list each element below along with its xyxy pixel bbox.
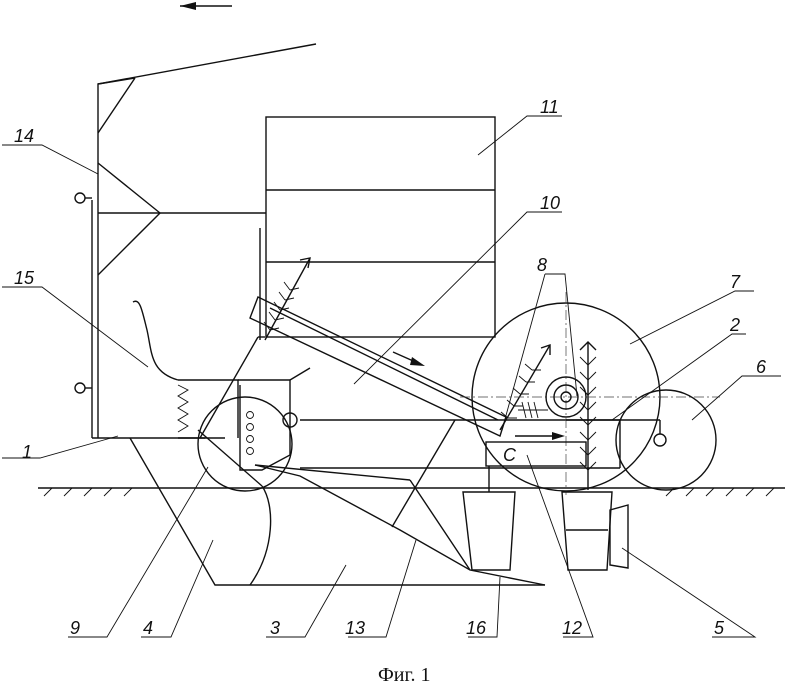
label-3: 3	[270, 618, 280, 638]
leader-lines	[2, 115, 781, 638]
label-11: 11	[540, 97, 559, 117]
label-10: 10	[540, 193, 560, 213]
label-4: 4	[143, 618, 153, 638]
rear-wheel	[566, 389, 717, 491]
label-9: 9	[70, 618, 80, 638]
label-14: 14	[14, 126, 34, 146]
label-15: 15	[14, 268, 35, 288]
label-12: 12	[562, 618, 582, 638]
big-wheel	[460, 292, 720, 495]
container-box	[485, 441, 587, 467]
bin	[462, 466, 516, 571]
label-16: 16	[466, 618, 487, 638]
label-13: 13	[345, 618, 365, 638]
figure-caption: Фиг. 1	[378, 664, 430, 686]
label-7: 7	[730, 272, 741, 292]
label-5: 5	[714, 618, 725, 638]
label-1: 1	[22, 442, 32, 462]
bunker	[259, 116, 496, 340]
bin-with-handle	[561, 491, 629, 571]
label-8: 8	[537, 255, 547, 275]
body-frame	[129, 336, 620, 586]
flow-arrows	[263, 257, 597, 490]
cleaner-box	[132, 300, 311, 471]
ground-line	[38, 487, 785, 497]
inner-mark-c: C	[503, 445, 517, 465]
label-6: 6	[756, 357, 767, 377]
direction-arrow	[180, 2, 232, 10]
front-roller	[197, 396, 298, 492]
conveyor	[249, 296, 507, 437]
cab-frame	[74, 43, 317, 439]
label-2: 2	[729, 315, 740, 335]
